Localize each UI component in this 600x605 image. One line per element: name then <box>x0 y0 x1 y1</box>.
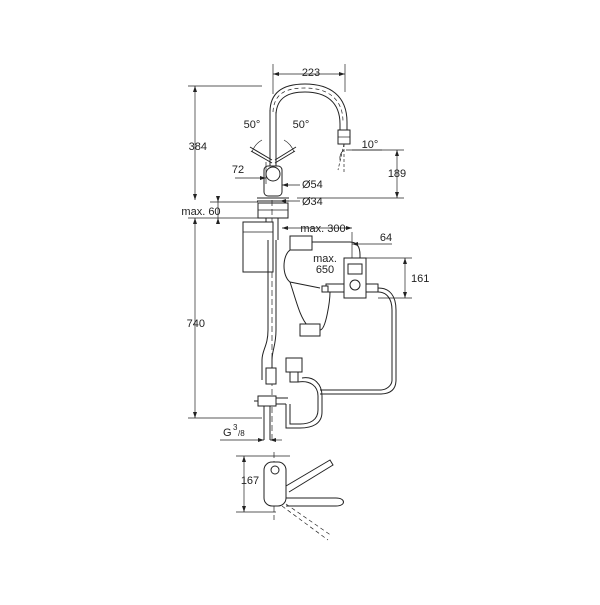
dim-max-60: max. 60 <box>181 206 220 218</box>
dim-189: 189 <box>388 168 406 180</box>
hose-lines <box>261 240 331 380</box>
dim-d54: Ø54 <box>302 179 323 191</box>
faucet-body <box>249 83 351 202</box>
dim-167: 167 <box>241 475 259 487</box>
lever-offset-dimension: 72 <box>232 162 267 184</box>
dim-thread-sup: 3 <box>233 423 238 432</box>
angle-valves <box>254 357 323 440</box>
plan-view: 167 <box>236 452 344 541</box>
dim-64: 64 <box>380 232 392 244</box>
dim-max-650-line2: 650 <box>316 264 334 276</box>
hose-length-dimension: 740 <box>187 217 262 419</box>
dim-384: 384 <box>189 141 207 153</box>
box-depth-dimension: 64 <box>351 232 392 262</box>
shank-diameter-dimension: Ø34 <box>280 196 323 208</box>
counter-thickness-dimension: max. 60 <box>181 196 258 224</box>
dim-161: 161 <box>411 273 429 285</box>
total-height-dimension: 384 <box>188 85 262 200</box>
box-height-dimension: 161 <box>360 257 429 299</box>
spout-reach-dimension: 223 <box>272 64 346 94</box>
valve-assembly <box>320 257 397 395</box>
dim-max-300: max. 300 <box>300 223 345 235</box>
base-diameter-dimension: Ø54 <box>282 179 323 191</box>
outlet-height-dimension: 189 <box>297 149 406 199</box>
cable-300-dimension: max. 300 <box>282 223 352 235</box>
dim-d34: Ø34 <box>302 196 323 208</box>
dim-72: 72 <box>232 164 244 176</box>
angle-50-left: 50° <box>244 119 261 131</box>
wiring-block <box>283 235 361 289</box>
angle-50-right: 50° <box>293 119 310 131</box>
dim-thread-g: G <box>223 427 232 439</box>
dim-thread-sub: /8 <box>238 429 245 438</box>
angle-10: 10° <box>362 139 379 151</box>
dim-max-650-line1: max. <box>313 253 337 265</box>
thread-dimension: G 3 /8 <box>220 423 282 442</box>
dim-740: 740 <box>187 318 205 330</box>
dim-223: 223 <box>302 67 320 79</box>
control-box-left <box>242 221 274 273</box>
